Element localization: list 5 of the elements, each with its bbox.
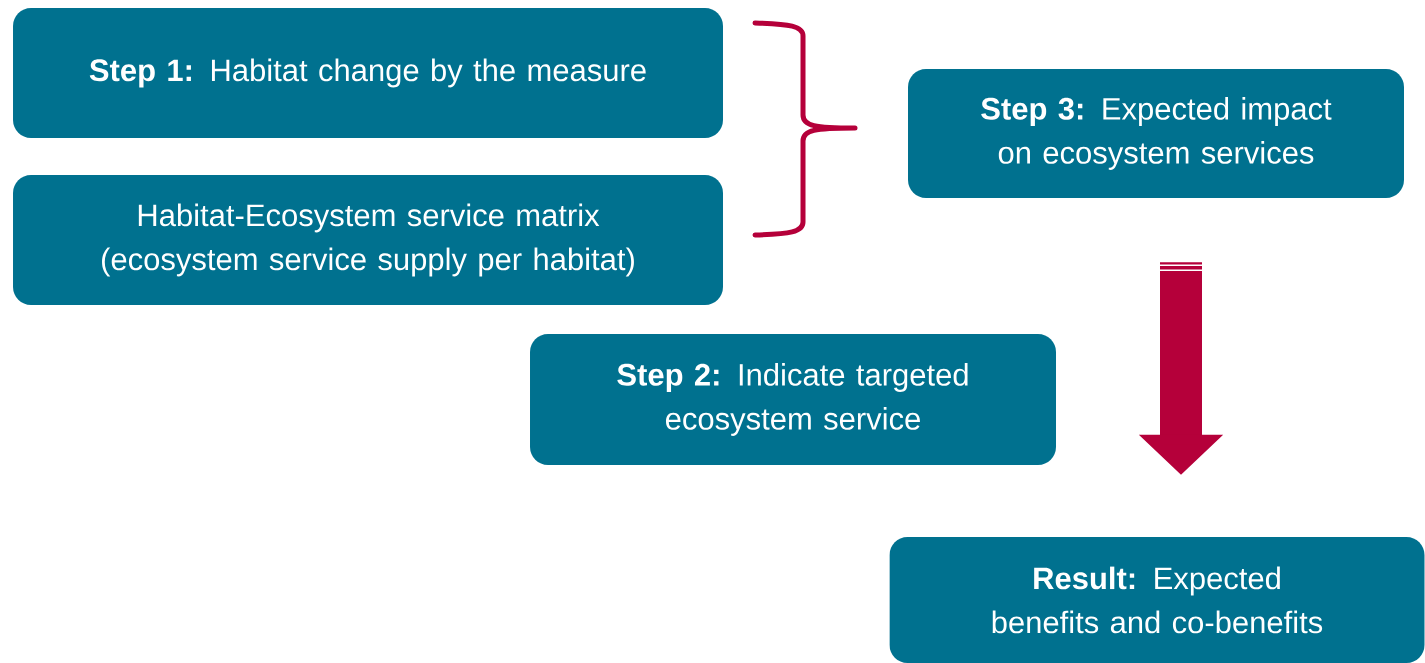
process-box: Habitat-Ecosystem service matrix (ecosystem service supply per habitat) xyxy=(13,175,723,305)
process-box: Step 2: Indicate targeted ecosystem service xyxy=(530,334,1056,465)
process-box: Step 3: Expected impact on ecosystem services xyxy=(908,69,1404,198)
process-box: Result: Expected benefits and co-benefits xyxy=(889,537,1425,663)
process-box: Step 1: Habitat change by the measure xyxy=(13,8,723,138)
